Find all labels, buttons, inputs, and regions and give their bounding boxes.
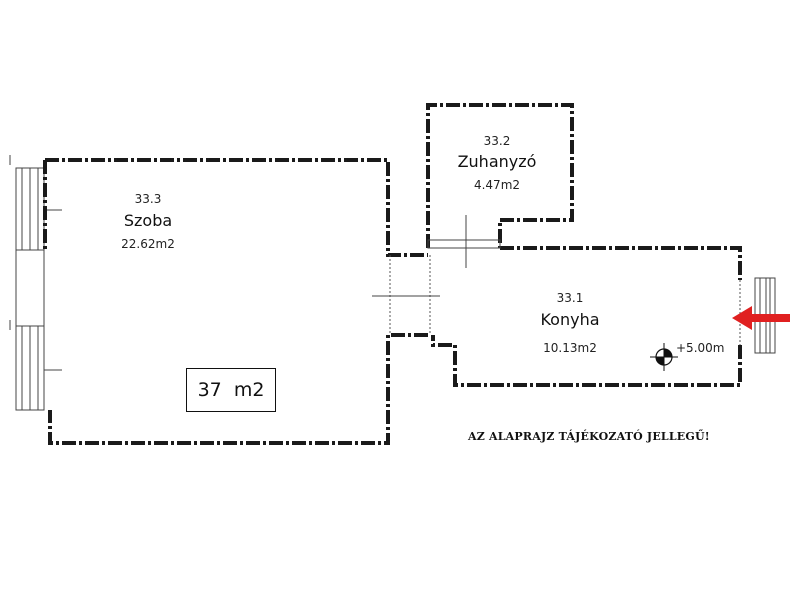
room-konyha-wall — [431, 246, 742, 387]
room-number: 33.1 — [557, 291, 584, 305]
room-number: 33.2 — [484, 134, 511, 148]
door-openings — [372, 215, 741, 345]
level-marker-icon — [650, 343, 678, 371]
left-windows — [9, 155, 62, 411]
room-area: 22.62m2 — [121, 237, 175, 251]
room-szoba-wall — [43, 158, 428, 445]
entrance-arrow-icon — [732, 306, 790, 330]
room-number: 33.3 — [135, 192, 162, 206]
room-area: 10.13m2 — [543, 341, 597, 355]
room-name: Konyha — [540, 310, 599, 329]
level-marker-label: +5.00m — [676, 341, 724, 355]
room-name: Zuhanyzó — [458, 152, 537, 171]
total-area-label: 37 m2 — [197, 379, 265, 401]
total-area-box: 37 m2 — [186, 368, 276, 412]
room-name: Szoba — [124, 211, 172, 230]
room-zuhanyzo-wall — [426, 103, 574, 248]
disclaimer-note: AZ ALAPRAJZ TÁJÉKOZATÓ JELLEGŰ! — [468, 430, 710, 443]
room-area: 4.47m2 — [474, 178, 520, 192]
